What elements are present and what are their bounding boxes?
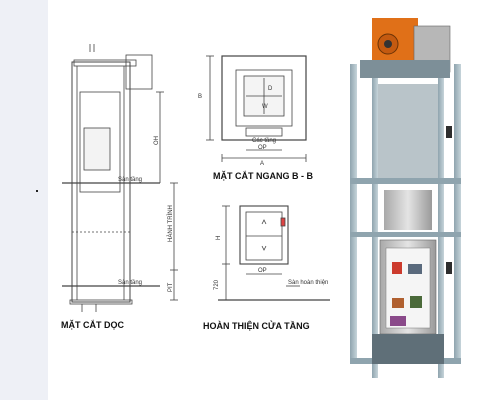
vertical-section-title: MẶT CẮT DỌC (61, 320, 124, 330)
left-margin-strip (0, 0, 48, 400)
door-finish-title: HOÀN THIỆN CỬA TẦNG (203, 321, 310, 331)
door-op-label: OP (258, 268, 267, 274)
lower-floor-label: Sàn tầng (118, 280, 143, 286)
finished-floor-label: Sàn hoàn thiện (288, 280, 329, 286)
doors-label: Các tầng (252, 138, 277, 144)
upper-floor-label: Sàn tầng (118, 177, 143, 183)
dim-b-label: B (198, 94, 203, 100)
dim-a-label: A (260, 161, 265, 167)
dim-w-label: W (262, 104, 268, 110)
dim-d-label: D (268, 86, 273, 92)
dot-mark (36, 190, 38, 192)
dim-op-label: OP (258, 145, 267, 151)
horizontal-section-title: MẶT CẮT NGANG B - B (213, 171, 313, 181)
